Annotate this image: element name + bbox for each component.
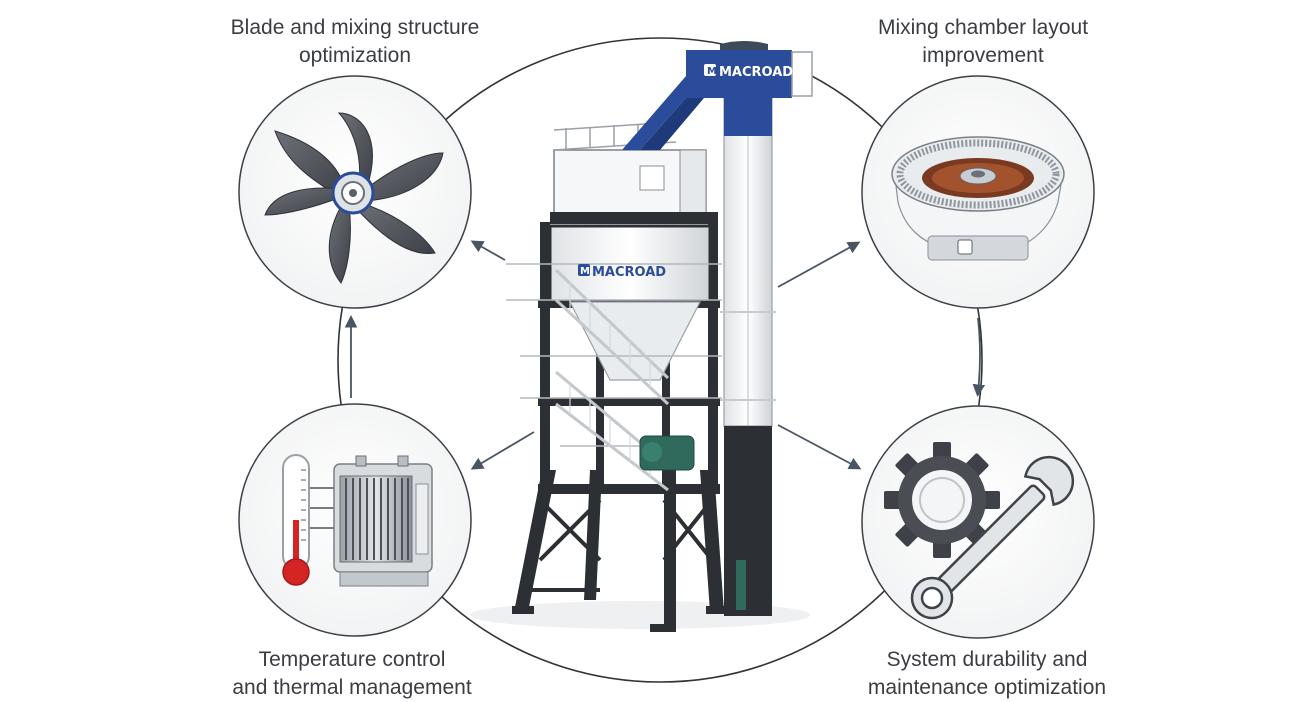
flow-arrows [344, 240, 986, 470]
thermal-panel [238, 403, 472, 637]
arrow-to-thermal [470, 431, 535, 470]
brand-logo-text: MACROAD [592, 265, 666, 280]
caption-line: Mixing chamber layout [877, 16, 1089, 39]
caption-durability-maintenance: System durability and maintenance optimi… [827, 646, 1147, 702]
mixing-plant-illustration: M MACROAD M MACROAD [470, 41, 813, 632]
arrow-to-chamber [777, 241, 861, 288]
arrow-to-durability [777, 424, 862, 470]
caption-blade-mixing: Blade and mixing structure optimization [195, 14, 515, 70]
arrow-chamber-to-durability [972, 317, 986, 398]
flow-ring [337, 37, 983, 683]
caption-temperature-control: Temperature control and thermal manageme… [192, 646, 512, 702]
caption-line: System durability and [886, 648, 1088, 671]
svg-text:M: M [580, 266, 590, 277]
durability-panel [861, 405, 1095, 639]
brand-logo-plant: M MACROAD [578, 264, 666, 280]
caption-line: improvement [922, 44, 1044, 67]
arrow-to-blade [470, 240, 506, 261]
blade-panel [238, 75, 472, 309]
caption-line: and thermal management [232, 676, 472, 699]
caption-line: Blade and mixing structure [230, 16, 480, 39]
svg-text:M: M [707, 66, 717, 77]
brand-logo-top: M MACROAD [704, 64, 793, 80]
gear-wrench-icon [884, 442, 1075, 620]
caption-line: Temperature control [258, 648, 446, 671]
mixing-chamber-icon [891, 136, 1065, 261]
caption-mixing-chamber: Mixing chamber layout improvement [823, 14, 1143, 70]
thermometer-radiator-icon [282, 454, 433, 587]
brand-logo-text: MACROAD [719, 65, 793, 80]
caption-line: maintenance optimization [867, 676, 1107, 699]
caption-line: optimization [298, 44, 412, 67]
chamber-panel [861, 75, 1095, 309]
mixing-blade-icon [264, 112, 444, 284]
